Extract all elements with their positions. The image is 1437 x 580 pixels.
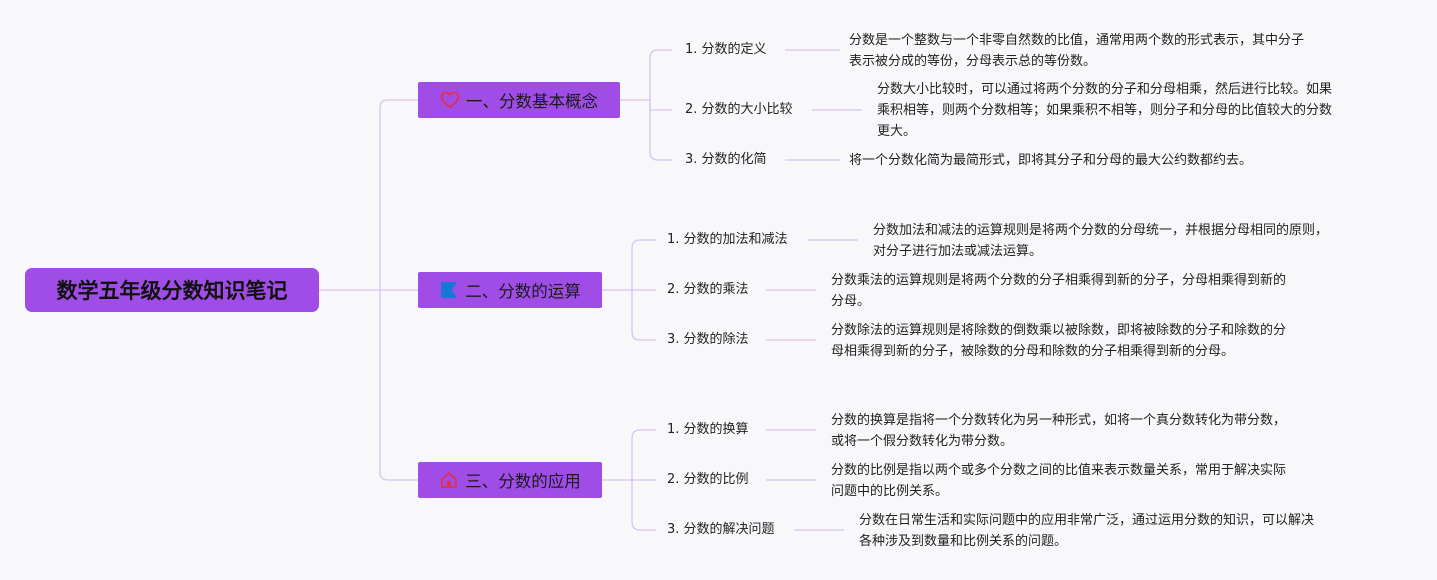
- heart-icon: [440, 90, 460, 110]
- topic-description: 分数除法的运算规则是将除数的倒数乘以被除数，即将被除数的分子和除数的分 母相乘得…: [831, 323, 1287, 359]
- topic-ratio[interactable]: 2. 分数的比例: [667, 472, 749, 487]
- branch-node-basic-concepts[interactable]: 一、分数基本概念: [418, 82, 620, 118]
- topic-description: 分数的比例是指以两个或多个分数之间的比值来表示数量关系，常用于解决实际 问题中的…: [831, 463, 1287, 499]
- topic-description: 分数是一个整数与一个非零自然数的比值，通常用两个数的形式表示，其中分子 表示被分…: [849, 33, 1305, 69]
- branch-label: 一、分数基本概念: [466, 92, 598, 111]
- house-icon: [439, 470, 459, 490]
- root-title: 数学五年级分数知识笔记: [56, 279, 288, 303]
- branch-node-applications[interactable]: 三、分数的应用: [418, 462, 602, 498]
- topic-fraction-definition[interactable]: 1. 分数的定义: [685, 42, 767, 57]
- topic-conversion[interactable]: 1. 分数的换算: [667, 422, 749, 437]
- flag-icon: [439, 280, 459, 300]
- topic-description: 将一个分数化简为最简形式，即将其分子和分母的最大公约数都约去。: [849, 153, 1253, 168]
- topic-description: 分数在日常生活和实际问题中的应用非常广泛，通过运用分数的知识，可以解决 各种涉及…: [859, 513, 1315, 549]
- topic-fraction-simplification[interactable]: 3. 分数的化简: [685, 152, 767, 167]
- topic-description: 分数加法和减法的运算规则是将两个分数的分母统一，并根据分母相同的原则， 对分子进…: [873, 223, 1329, 259]
- root-node[interactable]: 数学五年级分数知识笔记: [25, 268, 319, 312]
- topic-description: 分数大小比较时，可以通过将两个分数的分子和分母相乘，然后进行比较。如果 乘积相等…: [877, 82, 1333, 139]
- topic-description: 分数的换算是指将一个分数转化为另一种形式，如将一个真分数转化为带分数， 或将一个…: [831, 413, 1287, 449]
- topic-problem-solving[interactable]: 3. 分数的解决问题: [667, 522, 775, 537]
- branch-label: 二、分数的运算: [465, 282, 581, 301]
- topic-multiplication[interactable]: 2. 分数的乘法: [667, 282, 749, 297]
- topic-addition-subtraction[interactable]: 1. 分数的加法和减法: [667, 232, 788, 247]
- topic-division[interactable]: 3. 分数的除法: [667, 332, 749, 347]
- branch-node-operations[interactable]: 二、分数的运算: [418, 272, 602, 308]
- topic-description: 分数乘法的运算规则是将两个分数的分子相乘得到新的分子，分母相乘得到新的 分母。: [831, 273, 1287, 309]
- topic-fraction-comparison[interactable]: 2. 分数的大小比较: [685, 102, 793, 117]
- branch-label: 三、分数的应用: [465, 472, 581, 491]
